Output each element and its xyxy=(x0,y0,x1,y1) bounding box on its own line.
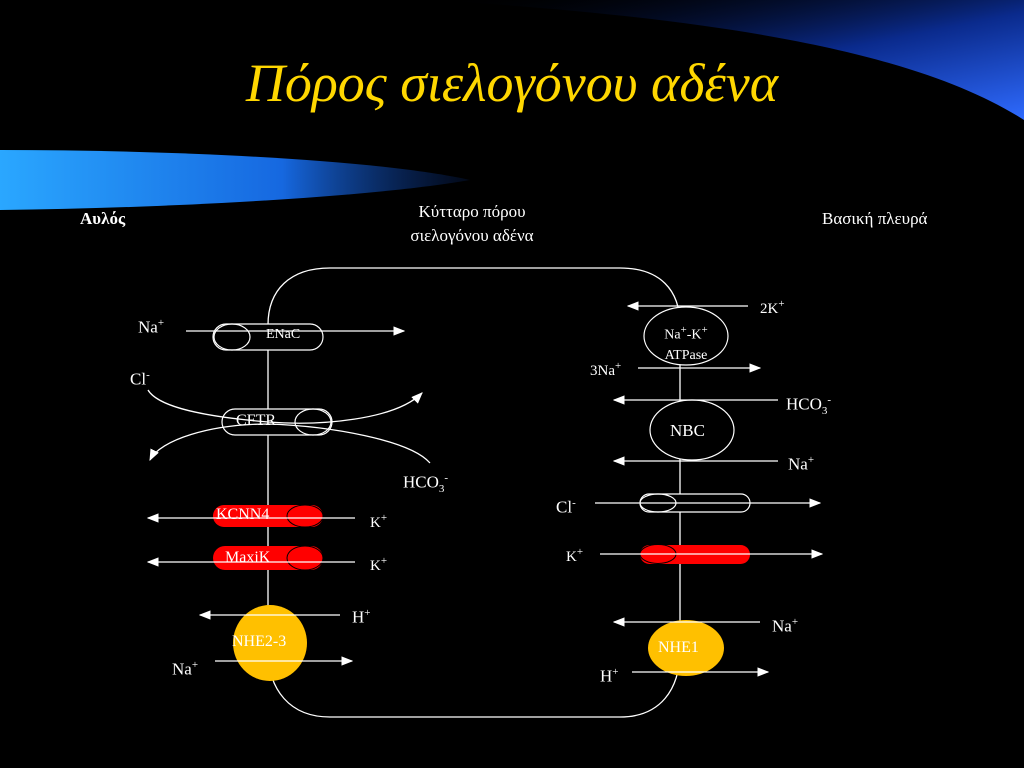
cell-membrane xyxy=(267,267,681,326)
top-right-swoosh xyxy=(430,0,1024,120)
h-ion-label: H+ xyxy=(352,607,371,627)
enac-label: ENaC xyxy=(266,327,301,342)
k-ion-label: K+ xyxy=(566,546,584,565)
2k-ion-label: 2K+ xyxy=(760,298,785,317)
cftr-label: CFTR xyxy=(236,412,277,429)
nhe1-label: NHE1 xyxy=(658,639,699,656)
k-ion-label: K+ xyxy=(370,512,388,531)
maxik-label: MaxiK xyxy=(225,549,271,566)
cell-label: Κύτταρο πόρου σιελογόνου αδένα xyxy=(362,200,582,248)
hco3-ion-label: HCO3- xyxy=(786,394,832,418)
slide-title: Πόρος σιελογόνου αδένα xyxy=(245,53,779,113)
mid-left-swoosh xyxy=(0,150,470,210)
nak-atpase-label: Na+-K+ ATPase xyxy=(664,324,708,363)
kcnn4-label: KCNN4 xyxy=(216,506,270,523)
cl-ion-label: Cl- xyxy=(556,497,576,517)
na-ion-label: Na+ xyxy=(788,454,815,474)
lumen-label: Αυλός xyxy=(80,209,126,228)
basolateral-label: Βασική πλευρά xyxy=(822,209,928,228)
k-ion-label: K+ xyxy=(370,555,388,574)
nhe23-label: NHE2-3 xyxy=(232,633,287,650)
hco3-ion-label: HCO3- xyxy=(403,472,449,496)
na-ion-label: Na+ xyxy=(172,659,199,679)
nbc-label: NBC xyxy=(670,421,705,440)
na-ion-label: Na+ xyxy=(138,317,165,337)
h-ion-label: H+ xyxy=(600,666,619,686)
cl-ion-label: Cl- xyxy=(130,369,150,389)
cell-label-line2: σιελογόνου αδένα xyxy=(410,226,534,245)
cell-label-line1: Κύτταρο πόρου xyxy=(418,202,526,221)
na-ion-label: Na+ xyxy=(772,616,799,636)
3na-ion-label: 3Na+ xyxy=(590,360,622,379)
